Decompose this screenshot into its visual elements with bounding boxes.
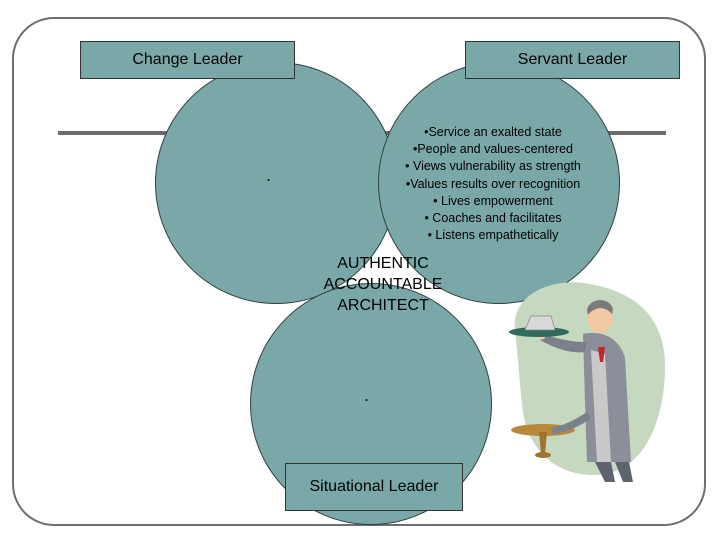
servant-trait: • Views vulnerability as strength: [405, 159, 581, 174]
servant-trait: •Service an exalted state: [424, 125, 562, 139]
rounded-frame: [12, 17, 706, 526]
center-line-authentic: AUTHENTIC: [337, 255, 429, 272]
servant-trait: •People and values-centered: [412, 142, 574, 157]
servant-trait: • Coaches and facilitates: [424, 211, 562, 226]
change-leader-placeholder: .: [266, 165, 272, 185]
servant-leader-label: Servant Leader: [465, 41, 680, 79]
servant-trait: • Listens empathetically: [427, 228, 559, 243]
servant-trait: •Values results over recognition: [405, 176, 581, 191]
servant-traits-list: •Service an exalted state •People and va…: [382, 124, 604, 244]
waiter-with-tray-icon: [509, 282, 666, 482]
center-overlap-text: AUTHENTIC ACCOUNTABLE ARCHITECT: [310, 253, 456, 316]
servant-leader-circle: [378, 62, 620, 304]
situational-leader-label: Situational Leader: [285, 463, 463, 511]
center-line-architect: ARCHITECT: [337, 297, 429, 314]
change-leader-label: Change Leader: [80, 41, 295, 79]
servant-trait: • Lives empowerment: [433, 193, 553, 208]
center-line-accountable: ACCOUNTABLE: [323, 276, 443, 293]
situational-leader-placeholder: .: [364, 385, 370, 405]
